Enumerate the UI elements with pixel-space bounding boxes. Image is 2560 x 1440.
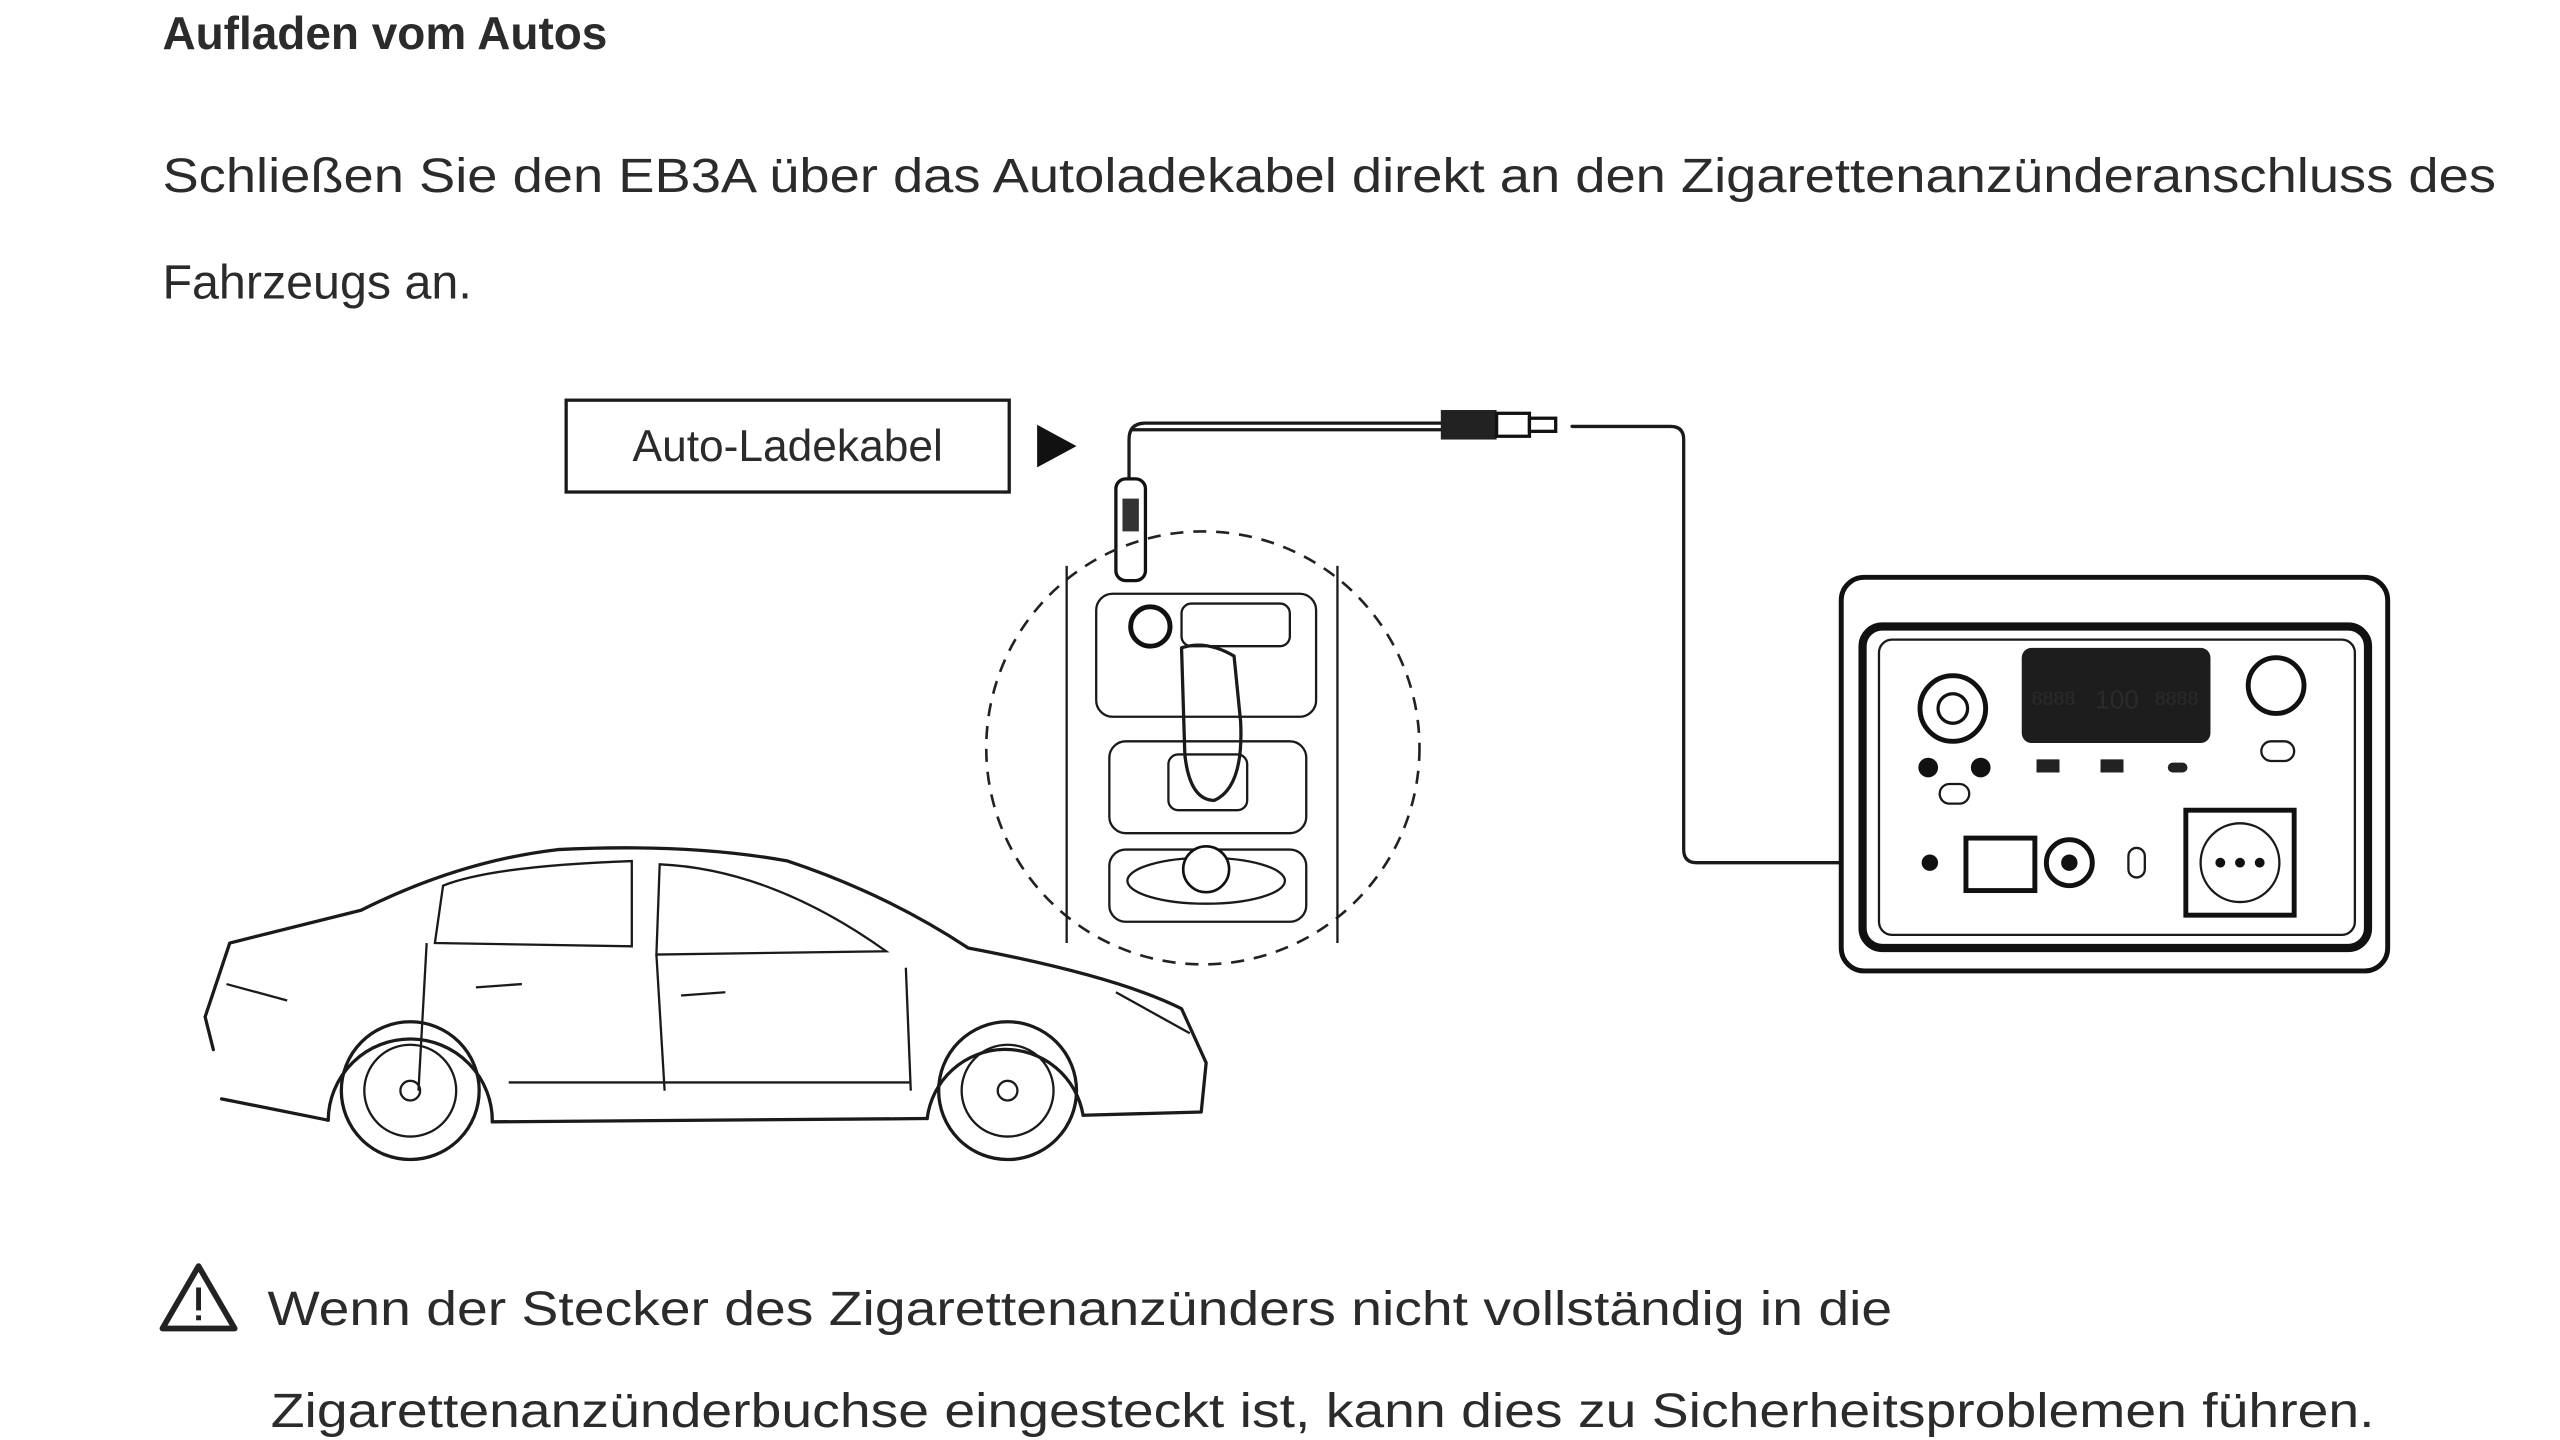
section-heading: Aufladen vom Autos	[162, 7, 607, 59]
display-left: 8888	[2032, 688, 2076, 710]
pointer-arrow-icon	[1037, 424, 1077, 468]
car-charging-cable	[1114, 410, 1911, 876]
warning-line-2: Zigarettenanzünderbuchse eingesteckt ist…	[271, 1384, 2375, 1438]
cable-label: Auto-Ladekabel	[633, 422, 943, 471]
display-right: 8888	[2155, 688, 2199, 710]
eb3a-power-station: 8888 100 8888	[1838, 574, 2391, 974]
display-readout: 100	[2095, 685, 2139, 715]
cable-label-box: Auto-Ladekabel	[564, 398, 1011, 494]
warning-triangle-icon	[159, 1263, 238, 1332]
warning-line-1: Wenn der Stecker des Zigarettenanzünders…	[267, 1282, 1892, 1336]
intro-line-1: Schließen Sie den EB3A über das Autolade…	[162, 149, 2496, 203]
intro-line-2: Fahrzeugs an.	[162, 256, 471, 310]
car-illustration	[203, 846, 1208, 1162]
cigarette-lighter-detail	[984, 530, 1421, 966]
